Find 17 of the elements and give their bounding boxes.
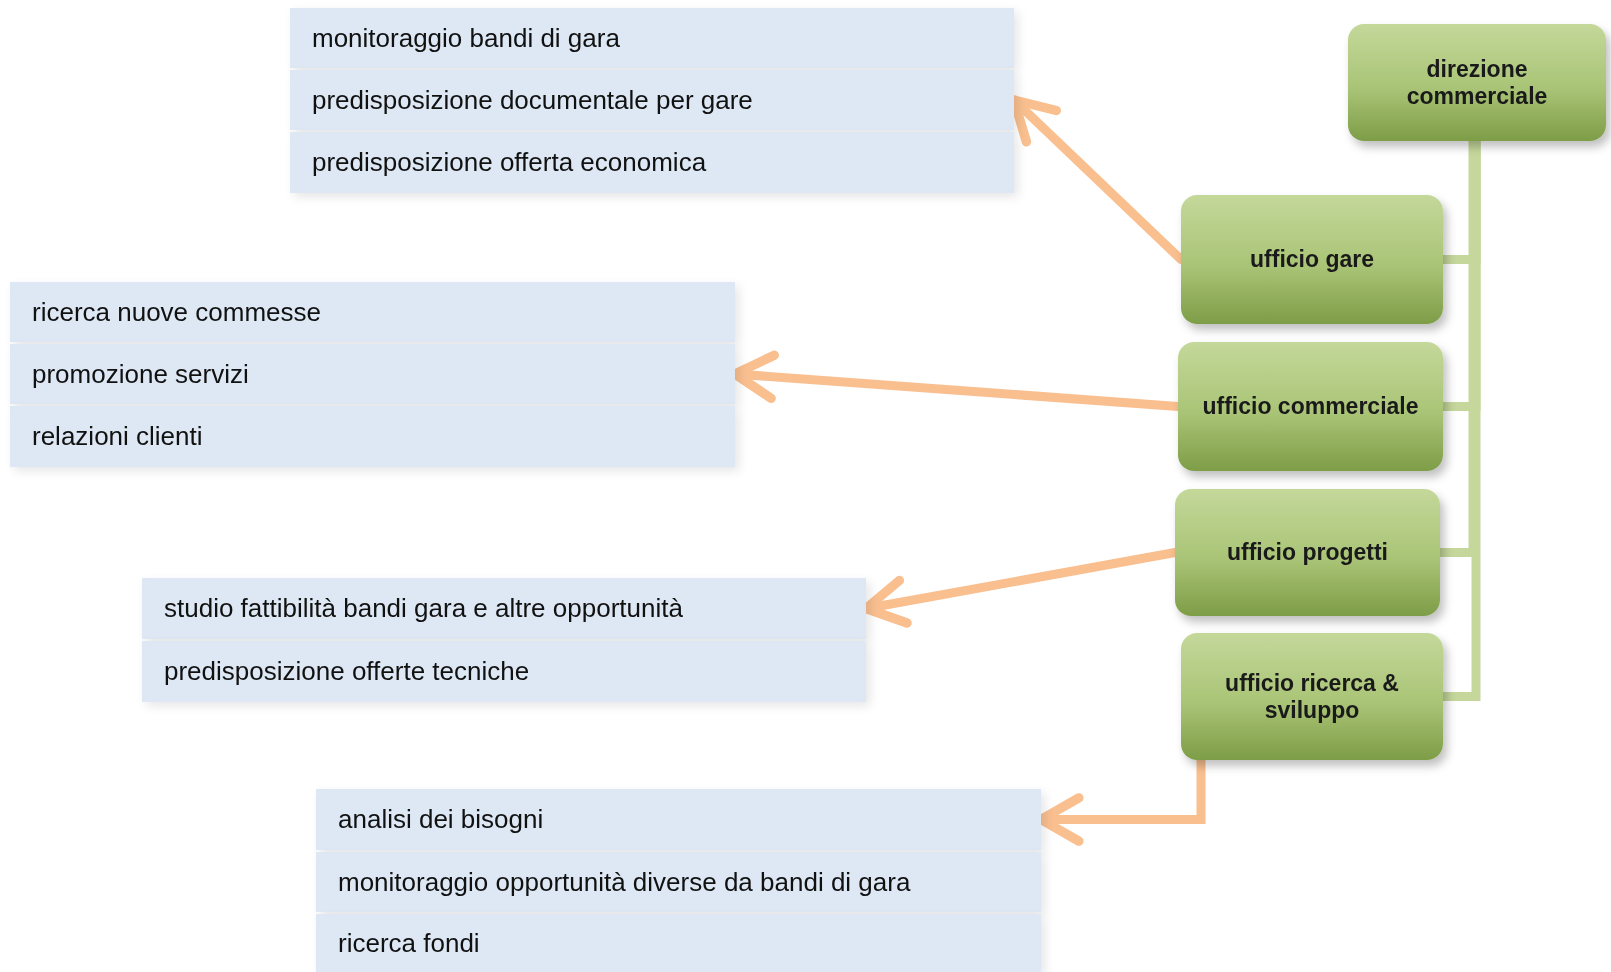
task-box: ricerca nuove commesse	[10, 282, 735, 342]
task-box: predisposizione offerte tecniche	[142, 641, 866, 702]
office-box: ufficio gare	[1181, 195, 1443, 324]
office-box: ufficio progetti	[1175, 489, 1440, 616]
task-box: studio fattibilità bandi gara e altre opportunità	[142, 578, 866, 639]
task-box: predisposizione documentale per gare	[290, 70, 1014, 130]
office-box: ufficio ricerca & sviluppo	[1181, 633, 1443, 760]
task-box: ricerca fondi	[316, 914, 1041, 972]
task-box: promozione servizi	[10, 344, 735, 404]
task-box: analisi dei bisogni	[316, 789, 1041, 850]
task-box: predisposizione offerta economica	[290, 132, 1014, 193]
office-box: direzione commerciale	[1348, 24, 1606, 141]
task-box: monitoraggio opportunità diverse da bandi di gara	[316, 852, 1041, 912]
task-box: relazioni clienti	[10, 406, 735, 467]
office-box: ufficio commerciale	[1178, 342, 1443, 471]
task-box: monitoraggio bandi di gara	[290, 8, 1014, 68]
connector-line	[1443, 141, 1481, 701]
